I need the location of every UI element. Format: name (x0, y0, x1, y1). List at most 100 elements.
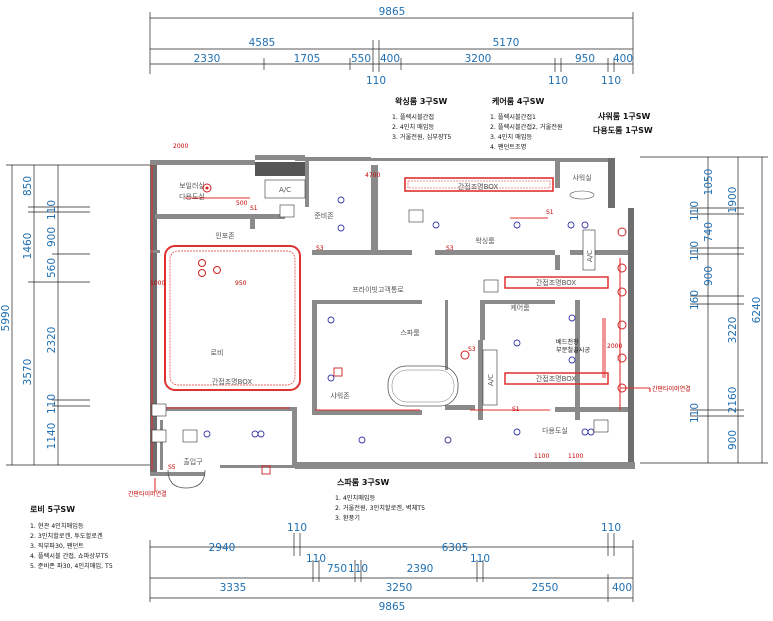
red-wiring (151, 165, 651, 492)
room-inpojon: 인포존 (215, 231, 235, 240)
note-lobby-item-5: 5. 준비존 파30, 4인치매입, T5 (30, 562, 113, 570)
label-s3a: S3 (316, 245, 324, 252)
dim-top-small-2: 110 (548, 75, 568, 87)
dim-top-small-1: 110 (366, 75, 386, 87)
dim-right-mid-2: 3220 (727, 317, 739, 344)
dim-right-outer: 6240 (751, 297, 763, 324)
care-wall-t5 (602, 318, 606, 378)
notes-shower: 샤워룸 1구SW 다용도룸 1구SW (593, 111, 653, 135)
lobby-indirect-led-inner (169, 250, 296, 386)
lobby-indirect-led (164, 245, 301, 391)
dim-top-left: 4585 (249, 37, 276, 49)
dim-left-mid-1: 850 (22, 176, 34, 196)
wax-indirect-box (404, 177, 554, 192)
note-lobby-item-4: 4. 플렉시블 간접, 쇼파상부T5 (30, 552, 108, 560)
dim-top-sub-4: 400 (380, 53, 400, 65)
dim-bottom-mid-5: 110 (470, 553, 490, 565)
boiler-unit (255, 162, 305, 176)
dim-right-mid-3: 2160 (727, 387, 739, 414)
dim-left-inner-4: 110 (46, 394, 58, 414)
dim-bottom-mid-1: 110 (306, 553, 326, 565)
note-lobby-item-2: 2. 3인치할로겐, 투도할로겐 (30, 532, 103, 540)
note-spa-item-1: 1. 4인치매입등 (335, 494, 376, 502)
note-wax-title: 왁싱룸 3구SW (395, 96, 448, 106)
dim-bottom-sub-4: 400 (612, 582, 632, 594)
care-gan-box-1: 간접조명BOX (536, 278, 577, 287)
dim-left-mid-2: 1460 (22, 233, 34, 260)
note-lobby-item-1: 1. 현관 4인치매입등 (30, 522, 84, 530)
note-wax-item-1: 1. 플렉시블간접 (392, 113, 434, 121)
dim-left-mid-4: 3570 (22, 359, 34, 386)
bottom-dimension-lines (149, 533, 634, 602)
dim-bottom-mid-3: 110 (348, 563, 368, 575)
ac-label-3: A/C (487, 374, 495, 386)
room-boiler: 보일러실 (179, 181, 205, 190)
dim-top-small-3: 110 (601, 75, 621, 87)
label-1100a: 1100 (534, 453, 549, 460)
dim-right-inner-7: 110 (689, 403, 701, 423)
label-s3b: S3 (446, 245, 454, 252)
spa-bathtub (387, 365, 459, 407)
ac-unit-3 (482, 349, 498, 406)
left-dimension-lines (6, 164, 150, 466)
label-1100b: 1100 (568, 453, 583, 460)
note-care-item-3: 3. 4인치 매입등 (490, 133, 533, 141)
dim-left-inner-2: 900 (46, 227, 58, 247)
bed-ceiling-note-1: 베드천장 (556, 338, 579, 346)
dim-bottom-sub-1: 3335 (220, 582, 247, 594)
room-lobby: 로비 (211, 348, 224, 357)
care-indirect-box-1 (504, 276, 609, 289)
note-dayong-title: 다용도룸 1구SW (593, 125, 653, 135)
label-s1a: S1 (546, 209, 554, 216)
recessed-lights (203, 196, 595, 444)
note-wax-item-3: 3. 거울전원, 심부장T5 (392, 133, 451, 141)
note-care-item-1: 1. 플렉시블간접1 (490, 113, 536, 121)
dim-left-inner-5: 1140 (46, 423, 58, 450)
wax-indirect-box-inner (407, 180, 551, 189)
room-spa: 스파룸 (400, 328, 420, 337)
room-junbi: 준비존 (314, 211, 334, 220)
label-4700: 4700 (365, 172, 380, 179)
dim-left-inner-1: 110 (46, 200, 58, 220)
spa-bathtub-inner (391, 369, 455, 403)
ac-unit-1 (264, 179, 306, 199)
note-care-item-2: 2. 플렉시블간접2, 거울전원 (490, 123, 563, 131)
label-s1c: S1 (250, 205, 258, 212)
label-2000: 2000 (173, 143, 188, 150)
note-lobby-title: 로비 5구SW (30, 504, 75, 514)
dim-right-inner-1: 1050 (703, 169, 715, 196)
dim-right-inner-8: 900 (727, 430, 739, 450)
room-private: 프라이빗고객통로 (352, 285, 404, 294)
dim-top-sub-2: 1705 (294, 53, 321, 65)
room-care: 케어룸 (510, 303, 530, 312)
note-care-title: 케어룸 4구SW (492, 96, 545, 106)
label-500a: 500 (236, 200, 248, 207)
dim-left-inner-3: 560 (46, 258, 58, 278)
shower-fixture (569, 190, 595, 200)
care-indirect-box-2 (504, 372, 609, 385)
wax-gan-box: 간접조명BOX (458, 182, 499, 191)
dim-top-total: 9865 (379, 6, 406, 18)
red-fixtures (198, 183, 627, 393)
dim-bottom-seg-1: 2940 (209, 542, 236, 554)
ac-label-2: A/C (586, 250, 594, 262)
ac-label-1: A/C (279, 186, 291, 194)
dim-bottom-mid-4: 2390 (407, 563, 434, 575)
note-spa-item-2: 2. 거울전원, 3인치할로겐, 벽체T5 (335, 504, 425, 512)
dim-bottom-sub-2: 3250 (386, 582, 413, 594)
care-gan-box-2: 간접조명BOX (536, 374, 577, 383)
room-dayong-bottom: 다용도실 (542, 426, 568, 435)
panel-boxes (151, 204, 609, 475)
timer-label-right: 간판타이머연결 (652, 385, 691, 393)
label-950: 950 (235, 280, 247, 287)
dim-left-mid-3: 2320 (46, 327, 58, 354)
lobby-gan-box: 간접조명BOX (212, 377, 253, 386)
room-entrance: 출입구 (183, 457, 203, 466)
notes-wax: 왁싱룸 3구SW 1. 플렉시블간접 2. 4인치 매입등 3. 거울전원, 심… (392, 96, 451, 141)
note-spa-item-3: 3. 환풍기 (335, 514, 360, 522)
dim-top-sub-6: 950 (575, 53, 595, 65)
dim-right-inner-4: 110 (689, 241, 701, 261)
notes-spa: 스파룸 3구SW 1. 4인치매입등 2. 거울전원, 3인치할로겐, 벽체T5… (335, 477, 425, 522)
walls (150, 155, 635, 476)
